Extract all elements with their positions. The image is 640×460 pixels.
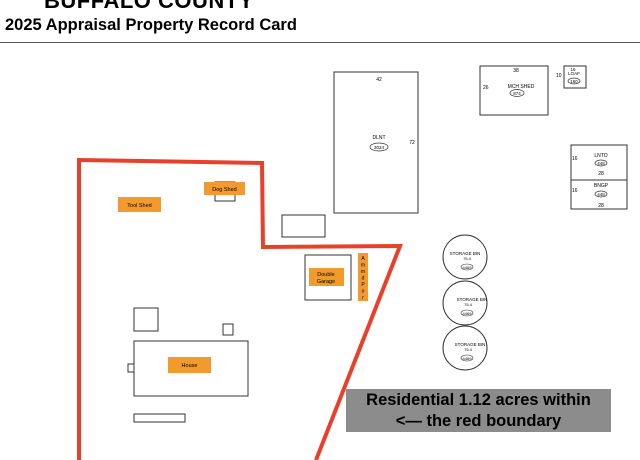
lnto-side-dim: 16	[572, 156, 578, 162]
porch-letter: m	[361, 269, 365, 275]
porch-letter: A	[361, 256, 365, 262]
county-heading: BUFFALO COUNTY	[44, 0, 254, 13]
house-side-step	[127, 363, 135, 373]
small-structure	[222, 323, 234, 336]
property-boundary	[77, 157, 403, 460]
bngp-structure: 16 BNGP 448 28	[570, 179, 628, 210]
small-shed-square	[133, 307, 159, 332]
storage-bin-area: 4469	[463, 311, 473, 316]
house-label-box	[168, 357, 211, 373]
double-garage-label-line2: Garage	[317, 279, 335, 285]
double-garage-label-line1: Double	[317, 272, 334, 278]
large-outbuilding-area: 3024	[374, 145, 385, 150]
porch-letter: d	[362, 276, 365, 282]
double-garage-label-box	[309, 268, 344, 286]
loaf-side-dim: 10	[556, 73, 562, 79]
acreage-note-line1: Residential 1.12 acres within	[366, 391, 591, 409]
mch-shed-top-dim: 38	[513, 68, 519, 74]
porch-label-box	[358, 253, 368, 301]
tool-shed-label-box	[118, 197, 161, 212]
lnto-label: LNTO	[594, 153, 607, 159]
storage-bin-3: STORAGE BIN 75.4 4469	[442, 325, 488, 371]
deck-outline	[133, 413, 186, 423]
double-garage-outline	[304, 254, 352, 301]
tool-shed-label: Tool Shed	[127, 203, 151, 209]
small-outline-box	[281, 214, 326, 238]
loaf-top-dim: 16	[570, 67, 576, 72]
storage-bin-area: 4469	[463, 265, 473, 270]
large-outbuilding-code: DLNT	[372, 135, 385, 141]
loaf-structure: 10 16 LOAF 160	[556, 65, 587, 89]
mch-shed-label: MCH SHED	[508, 84, 535, 90]
large-outbuilding-top-dim: 42	[376, 77, 382, 83]
loaf-label: LOAF	[568, 71, 580, 76]
storage-bin-label: STORAGE BIN	[455, 342, 486, 347]
large-outbuilding: 42 72 DLNT 3024	[333, 71, 419, 214]
header-divider	[0, 42, 640, 43]
mch-shed: 38 26 MCH SHED 874	[479, 65, 549, 116]
acreage-note: Residential 1.12 acres within <— the red…	[346, 389, 611, 432]
bngp-bottom-dim: 28	[598, 203, 604, 209]
storage-bin-area: 4469	[463, 356, 473, 361]
house-label: House	[182, 363, 198, 369]
storage-bin-dim: 75.4	[463, 256, 472, 261]
storage-bin-label: STORAGE BIN	[450, 251, 481, 256]
bngp-area: 448	[597, 192, 605, 197]
porch-letter: m	[361, 263, 365, 269]
storage-bin-1: STORAGE BIN 75.4 4469	[442, 234, 488, 280]
porch-letter: P	[361, 282, 365, 288]
large-outbuilding-side-dim: 72	[409, 140, 415, 146]
bngp-side-dim: 16	[572, 188, 578, 194]
page-title: 2025 Appraisal Property Record Card	[5, 16, 297, 34]
bngp-label: BNGP	[594, 183, 609, 189]
dog-shed-label-box	[204, 182, 245, 195]
porch-letter: r	[362, 295, 364, 301]
acreage-note-line2: <— the red boundary	[395, 412, 562, 430]
storage-bin-dim: 75.4	[464, 302, 473, 307]
porch-letter: o	[362, 289, 365, 295]
lnto-bottom-dim: 28	[598, 171, 604, 177]
lnto-structure: 16 LNTO 448 28	[570, 144, 628, 181]
mch-shed-side-dim: 26	[483, 85, 489, 91]
storage-bin-label: STORAGE BIN	[457, 297, 488, 302]
loaf-area: 160	[570, 79, 578, 84]
storage-bin-2: STORAGE BIN 75.4 4469	[442, 280, 488, 326]
dog-shed-label: Dog Shed	[212, 187, 236, 193]
lnto-area: 448	[597, 161, 605, 166]
mch-shed-area: 874	[513, 91, 521, 96]
storage-bin-dim: 75.4	[464, 347, 473, 352]
